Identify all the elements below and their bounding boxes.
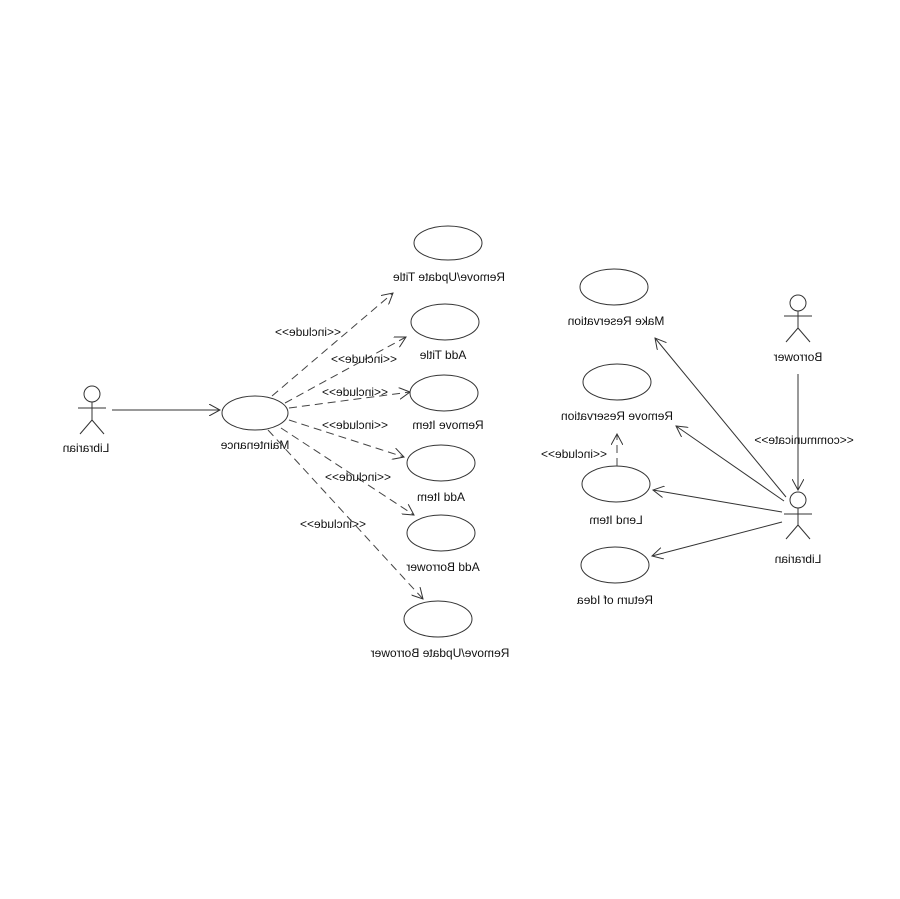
actor-label-borrower: Borrower <box>774 350 823 364</box>
use-case-label-maintenance: Maintenance <box>220 438 289 452</box>
use-case-lend-item[interactable]: Lend Item <box>581 465 651 527</box>
include-edge-add-item <box>288 419 404 457</box>
association-remove-reservation <box>676 426 785 502</box>
actor-label-librarian-left: Librarian <box>63 441 110 455</box>
association-make-reservation <box>655 338 787 498</box>
use-case-label-add-title: Add Title <box>419 348 466 362</box>
include-label-3: <<include>> <box>322 385 388 399</box>
use-case-label-lend-item: Lend Item <box>589 513 642 527</box>
actor-librarian-right: Librarian <box>775 491 822 566</box>
use-case-remove-item[interactable]: Remove Item <box>409 374 484 432</box>
include-label-2: <<include>> <box>331 352 397 366</box>
include-label-1: <<include>> <box>275 325 341 339</box>
include-label-5: <<include>> <box>325 470 391 484</box>
include-edge-add-title <box>284 337 406 404</box>
use-case-label-remove-update-borrower: Remove/Update Borrower <box>371 646 510 660</box>
use-case-remove-update-borrower[interactable]: Remove/Update Borrower <box>371 600 510 660</box>
include-label-4: <<include>> <box>322 418 388 432</box>
include-label-6: <<include>> <box>300 517 366 531</box>
use-case-label-remove-reservation: Remove Reservation <box>561 409 673 423</box>
include-edge-remove-update-title <box>271 293 393 397</box>
use-case-label-add-borrower: Add Borrower <box>406 560 479 574</box>
include-label-lend: <<include>> <box>541 447 607 461</box>
association-return-of-idea <box>652 521 783 556</box>
use-case-make-reservation[interactable]: Make Reservation <box>568 268 665 328</box>
use-case-remove-update-title[interactable]: Remove/Update Title <box>393 225 505 284</box>
use-case-label-add-item: Add Item <box>417 490 465 504</box>
use-case-return-of-idea[interactable]: Return of Idea <box>577 546 653 607</box>
use-case-maintenance[interactable]: Maintenance <box>220 395 289 452</box>
include-edge-remove-update-borrower <box>267 429 423 599</box>
actor-librarian-left: Librarian <box>63 385 110 455</box>
use-case-label-remove-update-title: Remove/Update Title <box>393 270 505 284</box>
association-lend-item <box>653 490 783 513</box>
use-case-add-borrower[interactable]: Add Borrower <box>406 514 480 574</box>
actor-label-librarian-right: Librarian <box>775 552 822 566</box>
use-case-label-make-reservation: Make Reservation <box>568 314 665 328</box>
use-case-label-return-of-idea: Return of Idea <box>577 593 653 607</box>
include-edge-add-borrower <box>280 427 414 515</box>
use-case-add-title[interactable]: Add Title <box>410 303 480 362</box>
actor-borrower: Borrower <box>774 294 823 364</box>
use-case-label-remove-item: Remove Item <box>412 418 483 432</box>
communicate-label: <<communicate>> <box>754 433 853 447</box>
include-edge-remove-item <box>288 392 410 409</box>
use-case-add-item[interactable]: Add Item <box>406 444 476 504</box>
use-case-remove-reservation[interactable]: Remove Reservation <box>561 363 673 423</box>
